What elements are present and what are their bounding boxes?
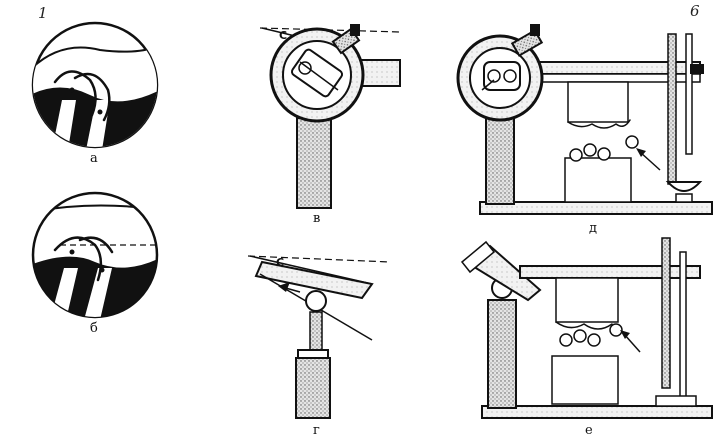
corner-mark-right: 6 xyxy=(690,2,700,20)
panel-g-angle-label: С xyxy=(276,256,284,269)
corner-mark-left: 1 xyxy=(38,4,48,22)
panel-g: С г xyxy=(247,255,391,438)
panel-b: б xyxy=(31,191,159,336)
panel-e: е xyxy=(460,237,713,438)
panel-a-label: а xyxy=(90,151,98,166)
panel-g-label: г xyxy=(313,423,320,438)
panel-v-angle-label: С xyxy=(279,29,287,42)
panel-v-label: в xyxy=(313,211,320,226)
panel-v: С в xyxy=(259,24,401,226)
panel-d-label: д xyxy=(589,221,597,236)
panel-b-label: б xyxy=(90,321,98,336)
panel-e-label: е xyxy=(585,423,593,438)
panel-d: д xyxy=(456,24,713,236)
panel-a: а xyxy=(31,21,159,166)
